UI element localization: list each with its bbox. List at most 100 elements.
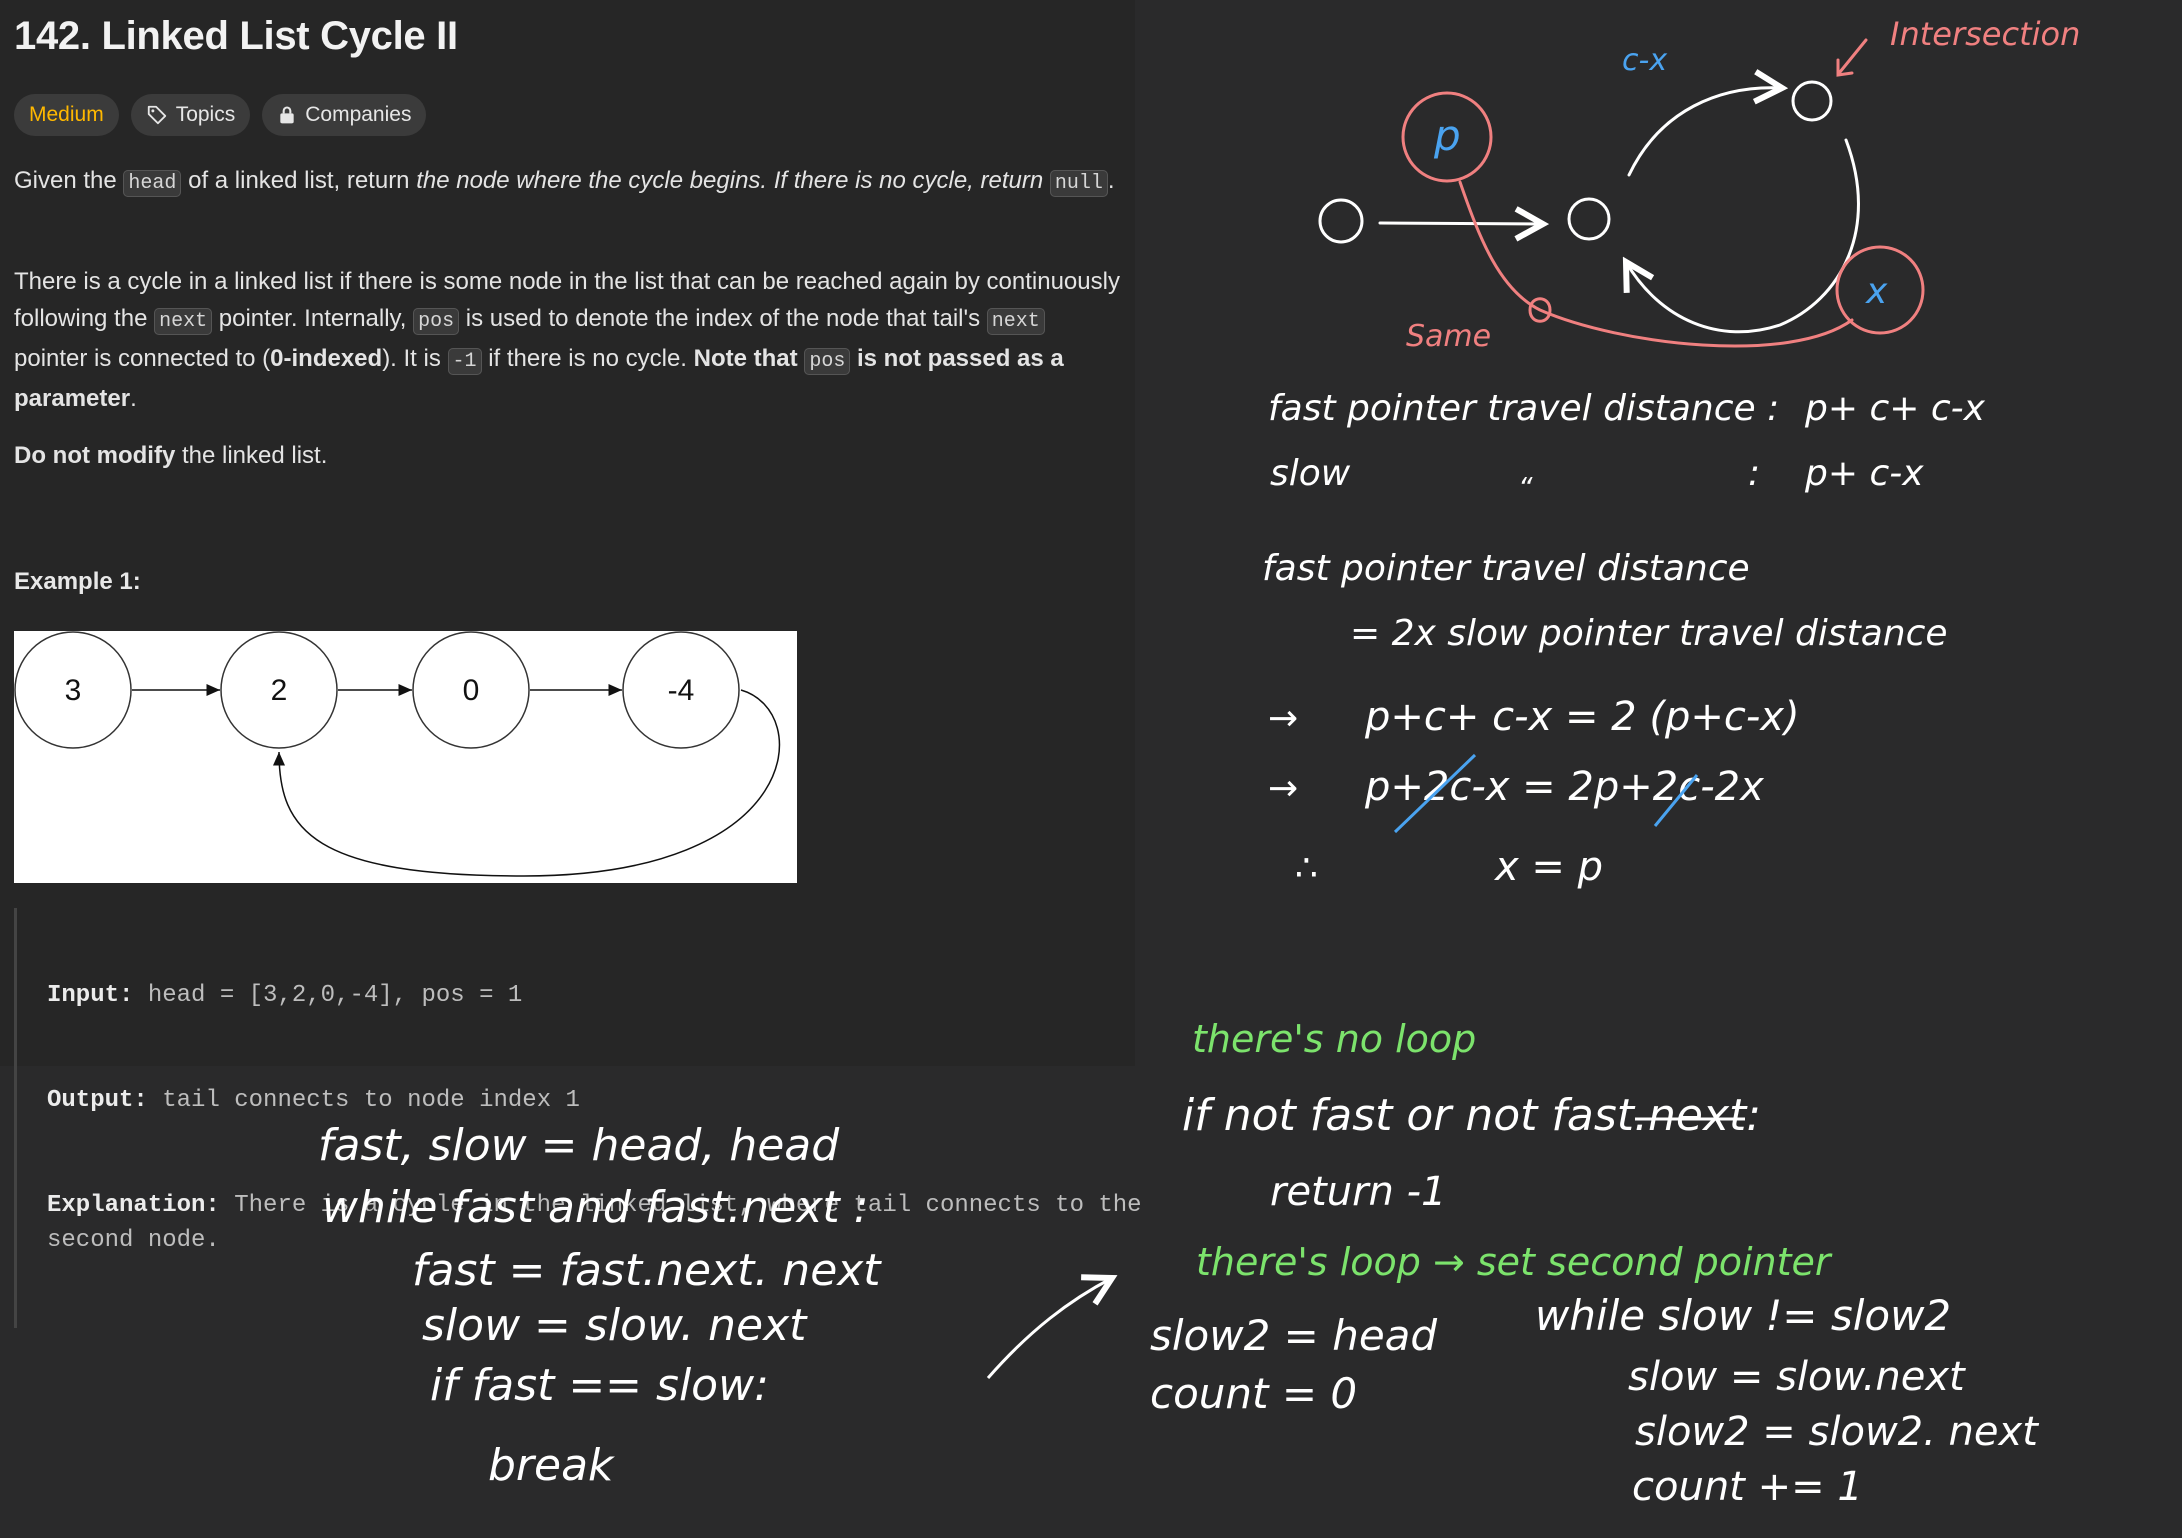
lock-icon	[277, 105, 297, 125]
strike-through	[1393, 753, 1477, 834]
code-line: fast, slow = head, head	[318, 1120, 840, 1171]
equation-line-2: = 2x slow pointer travel distance	[1350, 613, 1948, 654]
bold-text: Note that	[693, 345, 798, 372]
text: .	[1107, 167, 1115, 194]
cycle-arrow	[273, 689, 781, 877]
implies-arrow: →	[1268, 698, 1298, 739]
description-paragraph-2: There is a cycle in a linked list if the…	[14, 263, 1124, 417]
input-value: head = [3,2,0,-4], pos = 1	[133, 982, 523, 1009]
explanation-value: There is a cycle in the linked list, whe…	[47, 1192, 1156, 1254]
result-x-equals-p: x = p	[1493, 844, 1603, 890]
explanation-label: Explanation:	[47, 1192, 220, 1219]
code-notes-left: fast, slow = head, head while fast and f…	[318, 1120, 882, 1491]
implies-arrow: →	[1268, 768, 1298, 809]
topics-label: Topics	[175, 103, 236, 126]
code-line: slow = slow.next	[1628, 1354, 1966, 1400]
code-line: slow2 = slow2. next	[1635, 1409, 2039, 1455]
cycle-entry-node	[1567, 197, 1611, 241]
code-line: slow = slow. next	[422, 1300, 808, 1351]
code-line: if fast == slow:	[430, 1360, 769, 1411]
node-label: 3	[65, 674, 82, 707]
example-io-block: Input: head = [3,2,0,-4], pos = 1 Output…	[14, 908, 1152, 1328]
text: .	[130, 385, 137, 412]
meeting-path	[1458, 180, 1854, 348]
node: 0	[412, 631, 530, 749]
description-paragraph-3: Do not modify the linked list.	[14, 437, 1124, 474]
comment-no-loop: there's no loop	[1192, 1017, 1476, 1061]
ditto-mark: “	[1518, 471, 1533, 504]
code-pos: pos	[804, 348, 851, 375]
arrow	[1378, 223, 1543, 224]
output-value: tail connects to node index 1	[147, 1087, 580, 1114]
slow-distance-line: slow	[1270, 453, 1351, 494]
colon: :	[1748, 453, 1760, 494]
text: is used to denote the index of the node …	[459, 305, 987, 332]
emphasis-text: the node where the cycle begins. If ther…	[416, 167, 1050, 194]
cycle-sketch	[1318, 38, 1925, 348]
code-null: null	[1049, 170, 1108, 197]
p-circle	[1401, 91, 1493, 183]
strike-through	[1653, 774, 1699, 827]
node: -4	[622, 631, 740, 749]
explanation-line: Explanation: There is a cycle in the lin…	[47, 1188, 1152, 1258]
problem-description-panel: 142. Linked List Cycle II Medium Topics …	[0, 0, 1142, 1328]
arrow	[1627, 88, 1782, 177]
code-line: count += 1	[1632, 1464, 1863, 1510]
description-paragraph-1: Given the head of a linked list, return …	[14, 162, 1124, 202]
text: if there is no cycle.	[481, 345, 694, 372]
label-intersection: Intersection	[1890, 15, 2080, 53]
code-pos: pos	[413, 308, 460, 335]
example-diagram: 3 2 0 -4	[14, 631, 797, 883]
linked-list-diagram: 3 2 0 -4	[14, 631, 781, 877]
bold-text: Do not modify	[14, 442, 176, 469]
difficulty-label: Medium	[29, 103, 104, 126]
tag-icon	[146, 104, 168, 126]
label-x: x	[1865, 271, 1888, 312]
input-label: Input:	[47, 982, 134, 1009]
code-line: fast = fast.next. next	[412, 1245, 882, 1296]
topics-button[interactable]: Topics	[130, 94, 251, 136]
label-same: Same	[1406, 319, 1491, 354]
therefore-symbol: ∴	[1295, 848, 1318, 889]
equation-step-1: p+c+ c-x = 2 (p+c-x)	[1364, 694, 1800, 740]
text: pointer. Internally,	[212, 305, 414, 332]
example-title: Example 1:	[14, 568, 141, 595]
bold-text: 0-indexed	[270, 345, 383, 372]
text: the linked list.	[175, 442, 328, 469]
text: pointer is connected to (	[14, 345, 271, 372]
equation-line-1: fast pointer travel distance	[1262, 548, 1750, 589]
fast-distance-line: fast pointer travel distance :	[1268, 388, 1779, 429]
code-next: next	[986, 308, 1045, 335]
input-line: Input: head = [3,2,0,-4], pos = 1	[47, 978, 1152, 1013]
node-label: -4	[668, 674, 695, 707]
code-head: head	[123, 170, 182, 197]
continuation-arrow	[986, 1278, 1112, 1379]
intersection-node	[1791, 80, 1833, 122]
node: 3	[14, 631, 132, 749]
text: ). It is	[382, 345, 448, 372]
output-line: Output: tail connects to node index 1	[47, 1083, 1152, 1118]
companies-label: Companies	[305, 103, 412, 126]
code-line: while slow != slow2	[1535, 1291, 1951, 1340]
cycle-arc	[1626, 138, 1860, 334]
text: There is a cycle in a linked list if the…	[14, 268, 1120, 332]
pointer-arrowhead	[1836, 58, 1854, 77]
pointer-arrow	[1838, 38, 1868, 74]
slow-distance-expr: p+ c-x	[1804, 453, 1924, 494]
code-line: slow2 = head	[1150, 1311, 1437, 1360]
difficulty-badge[interactable]: Medium	[14, 94, 119, 136]
text: of a linked list, return	[181, 167, 417, 194]
code-notes-right: there's no loop if not fast or not fast.…	[1150, 1017, 2039, 1510]
code-next: next	[154, 308, 213, 335]
companies-button[interactable]: Companies	[262, 94, 427, 136]
tag-row: Medium Topics Companies	[14, 94, 427, 136]
output-label: Output:	[47, 1087, 148, 1114]
label-p: p	[1433, 111, 1461, 160]
text: Given the	[14, 167, 124, 194]
comment-loop: there's loop → set second pointer	[1196, 1240, 1833, 1284]
code-minus-one: -1	[447, 348, 482, 375]
derivation: fast pointer travel distance : p+ c+ c-x…	[1262, 388, 1986, 890]
code-line: return -1	[1270, 1169, 1446, 1215]
same-node	[1528, 297, 1552, 323]
